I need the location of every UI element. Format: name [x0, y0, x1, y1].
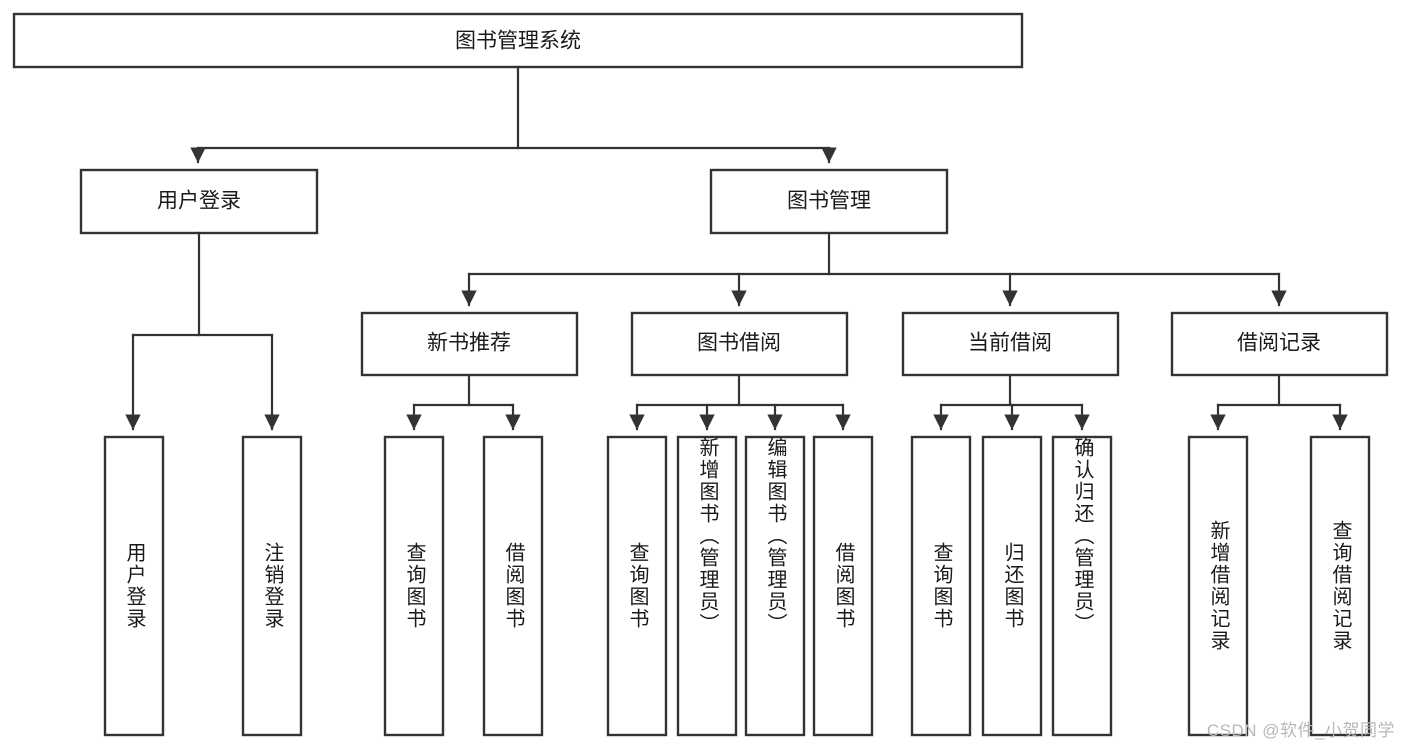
node-book-manage-box[interactable] [709, 168, 949, 235]
leaf-user-login-do-box[interactable] [103, 435, 165, 737]
node-root-system-box[interactable] [12, 12, 1024, 69]
node-book-manage[interactable]: 图书管理 [709, 168, 949, 235]
leaf-add-book-admin-box[interactable] [676, 435, 738, 737]
leaf-borrow-book-1-box[interactable] [482, 435, 544, 737]
node-book-manage-label: 图书管理 [787, 190, 871, 213]
leaf-query-book-1-box[interactable] [383, 435, 445, 737]
csdn-watermark: CSDN @软件_小贺同学 [1206, 721, 1395, 740]
node-new-book-recommend-label: 新书推荐 [427, 332, 511, 355]
node-new-book-recommend[interactable]: 新书推荐 [360, 311, 579, 377]
node-borrow-record-label: 借阅记录 [1237, 332, 1321, 355]
node-book-borrow-label: 图书借阅 [697, 332, 781, 355]
leaf-return-book-box[interactable] [981, 435, 1043, 737]
node-current-borrow[interactable]: 当前借阅 [901, 311, 1120, 377]
leaf-user-logout-box[interactable] [241, 435, 303, 737]
leaf-query-borrow-record-box[interactable] [1309, 435, 1371, 737]
leaf-borrow-book-2-box[interactable] [812, 435, 874, 737]
node-new-book-recommend-box[interactable] [360, 311, 579, 377]
node-book-borrow-box[interactable] [630, 311, 849, 377]
leaf-query-book-3-box[interactable] [910, 435, 972, 737]
leaf-edit-book-admin-box[interactable] [744, 435, 806, 737]
leaf-add-borrow-record-box[interactable] [1187, 435, 1249, 737]
node-borrow-record[interactable]: 借阅记录 [1170, 311, 1389, 377]
node-current-borrow-label: 当前借阅 [968, 332, 1052, 355]
leaf-confirm-return-admin-box[interactable] [1051, 435, 1113, 737]
node-root-system[interactable]: 图书管理系统 [12, 12, 1024, 69]
node-borrow-record-box[interactable] [1170, 311, 1389, 377]
node-current-borrow-box[interactable] [901, 311, 1120, 377]
leaf-query-book-2-box[interactable] [606, 435, 668, 737]
node-root-system-label: 图书管理系统 [455, 30, 581, 53]
node-book-borrow[interactable]: 图书借阅 [630, 311, 849, 377]
node-user-login[interactable]: 用户登录 [79, 168, 319, 235]
node-user-login-label: 用户登录 [157, 190, 241, 213]
